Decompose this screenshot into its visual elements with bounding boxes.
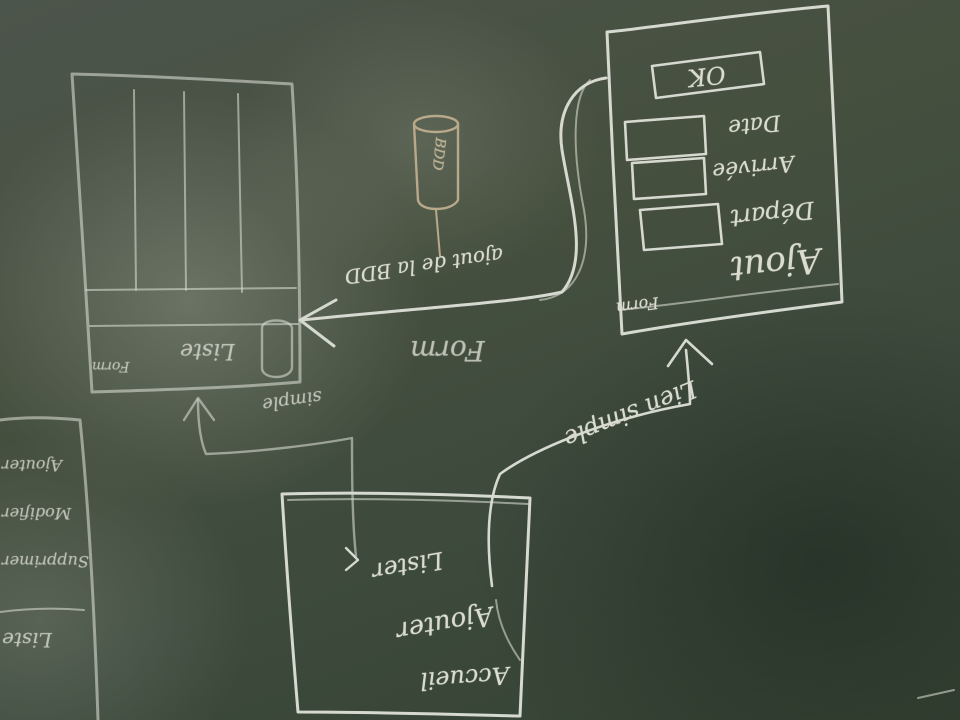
arrow-bottom-to-list-head [182, 396, 216, 422]
far-left-label: Liste [2, 628, 52, 652]
arrow-bottom-to-list [196, 398, 358, 558]
left-list-title: Liste [180, 338, 235, 363]
right-form-divider [619, 283, 839, 311]
arrow-bottom-to-ajout [487, 348, 692, 588]
list-column-line [237, 93, 243, 293]
far-left-box [0, 416, 100, 720]
center-faint-label: Form [410, 334, 485, 367]
arrow-bottom-to-ajout-head [666, 338, 714, 368]
list-column-line [183, 91, 187, 291]
stray-chalk-mark [917, 689, 955, 699]
bottom-form-divider [287, 498, 529, 505]
left-list-subtitle: Form [92, 358, 130, 374]
field-box-arrivee [630, 156, 708, 201]
database-body [412, 122, 460, 211]
bottom-form-box [280, 491, 532, 718]
database-label: BDD [428, 136, 449, 172]
far-left-label: Modifier [2, 504, 72, 523]
arrow-ajout-to-list-head [298, 298, 338, 348]
list-small-button [260, 319, 294, 379]
database-stem [435, 209, 441, 257]
ok-button-label: OK [686, 60, 727, 92]
field-box-date [623, 114, 708, 162]
arrow-bottom-second-line [495, 599, 521, 661]
far-left-divider [0, 607, 85, 613]
ok-button-box [650, 50, 766, 100]
list-row-line [85, 287, 297, 291]
field-box-depart [638, 202, 724, 252]
database-top [412, 114, 460, 134]
left-list-box [70, 72, 302, 394]
right-form-box [605, 4, 844, 336]
far-left-label: Supprimer [2, 552, 89, 571]
far-left-label: Ajouter [2, 456, 62, 475]
arrow-ajout-second-line [539, 79, 591, 301]
arrow-ajout-to-list [300, 76, 608, 322]
list-row-line [89, 323, 299, 327]
arrow-to-lister-head [344, 546, 360, 572]
list-column-line [133, 89, 137, 291]
